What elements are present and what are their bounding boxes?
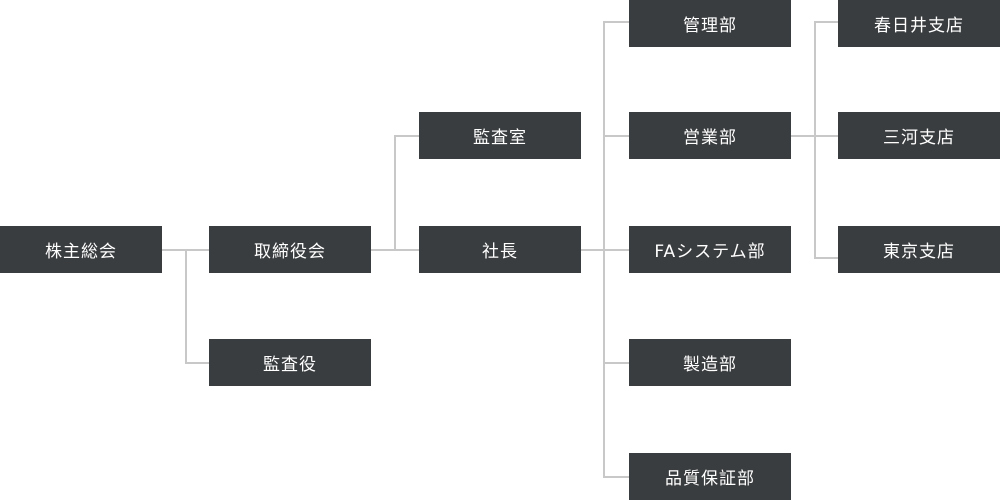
node-president: 社長 [419, 226, 581, 273]
node-tokyo-branch: 東京支店 [838, 226, 1000, 273]
node-admin-dept: 管理部 [629, 0, 791, 47]
connector-tokyo-branch [814, 257, 838, 259]
node-kasugai-branch: 春日井支店 [838, 0, 1000, 47]
connector-manufacturing-dept [603, 362, 629, 364]
node-sales-dept: 営業部 [629, 112, 791, 159]
connector-sales-dept [603, 135, 629, 137]
node-board: 取締役会 [209, 226, 371, 273]
connector-admin-dept [603, 21, 629, 23]
node-fa-dept: FAシステム部 [629, 226, 791, 273]
connector-branches-vertical [814, 21, 816, 258]
node-qa-dept: 品質保証部 [629, 453, 791, 500]
node-mikawa-branch: 三河支店 [838, 112, 1000, 159]
node-shareholders: 株主総会 [0, 226, 162, 273]
connector-qa-dept [603, 476, 629, 478]
node-auditor: 監査役 [209, 339, 371, 386]
connector-audit-office-horizontal [394, 135, 419, 137]
connector-audit-office-vertical [394, 135, 396, 250]
connector-fa-dept [603, 249, 629, 251]
node-manufacturing-dept: 製造部 [629, 339, 791, 386]
node-audit-office: 監査室 [419, 112, 581, 159]
connector-auditor-horizontal [185, 362, 210, 364]
connector-board-president [371, 249, 419, 251]
connector-auditor-vertical [185, 249, 187, 363]
connector-president-departments [580, 249, 604, 251]
connector-kasugai-branch [814, 21, 838, 23]
